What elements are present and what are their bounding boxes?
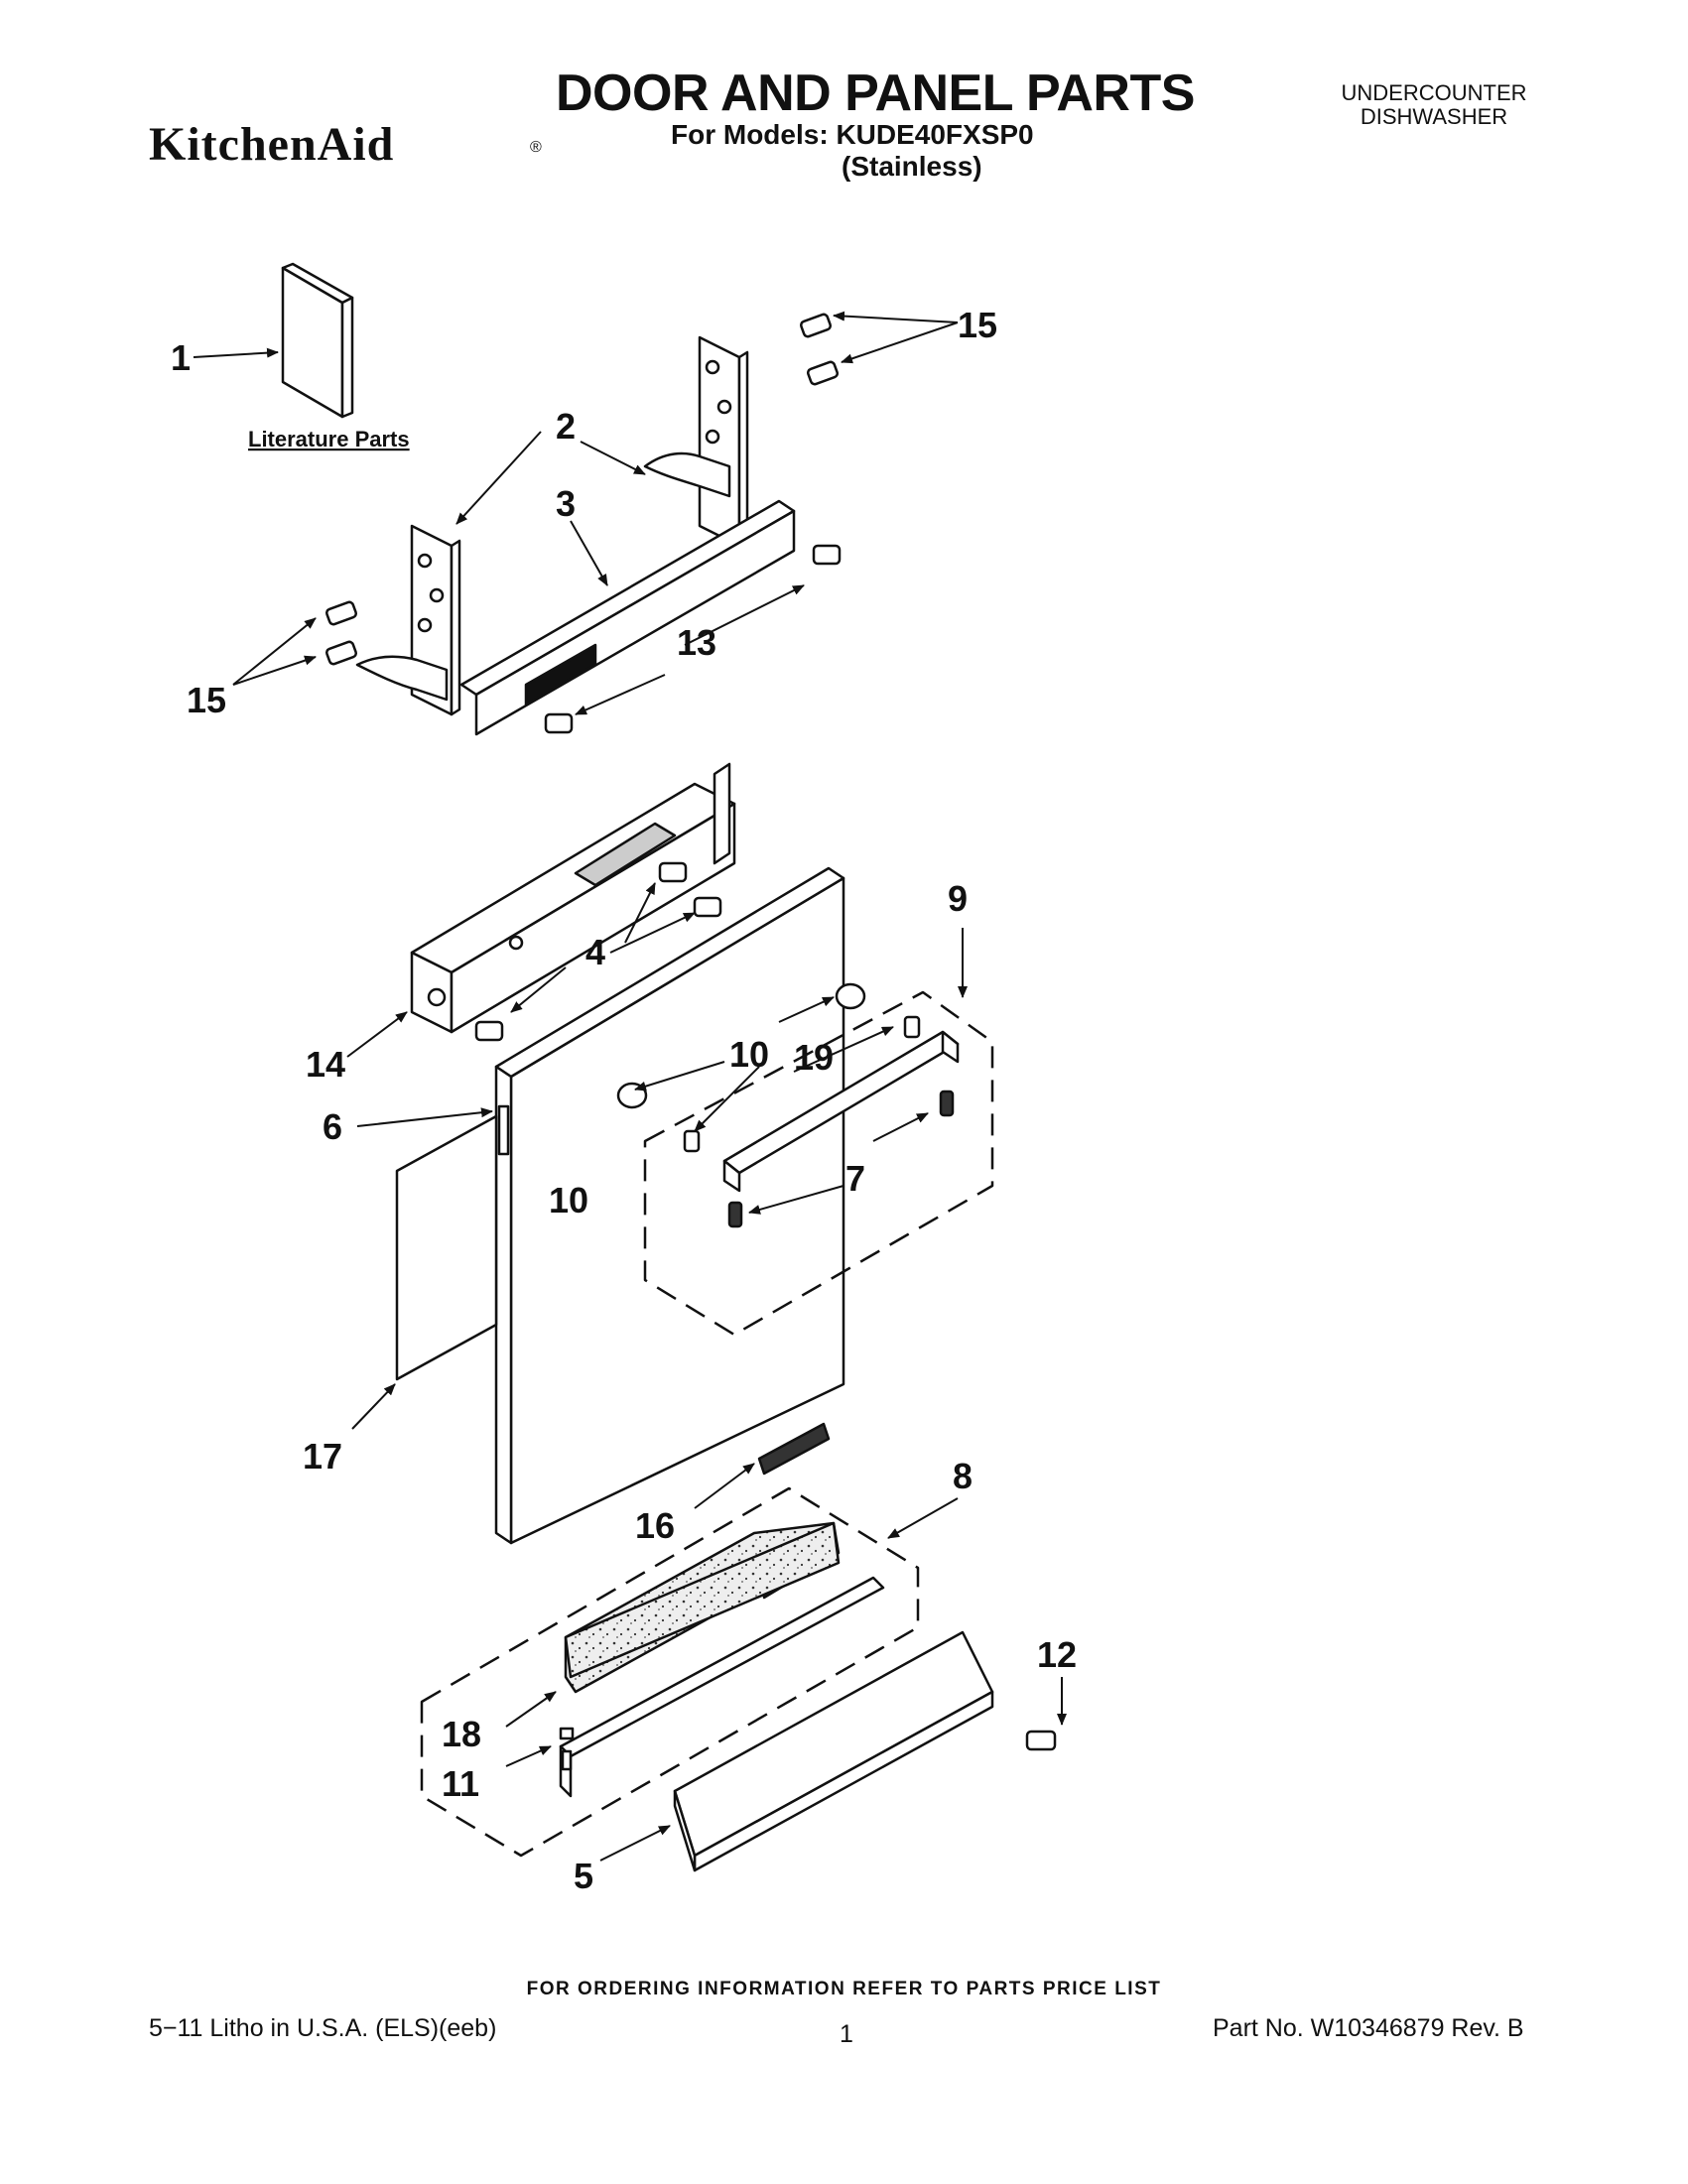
- models-line: For Models: KUDE40FXSP0: [671, 119, 1034, 150]
- hinge-screws: [325, 313, 842, 734]
- callout-10-door: 10: [549, 1180, 588, 1220]
- callout-17: 17: [303, 1436, 342, 1477]
- product-type-line-1: UNDERCOUNTER: [1341, 80, 1527, 105]
- callout-3: 3: [556, 483, 576, 524]
- model-variant: (Stainless): [842, 151, 982, 182]
- literature-booklet: [281, 262, 354, 419]
- door-insulation-sheet: [395, 1114, 498, 1381]
- outer-door-panel: [494, 866, 845, 1545]
- product-type: UNDERCOUNTER DISHWASHER: [1330, 81, 1538, 129]
- panel-clip: [559, 1727, 575, 1740]
- door-handle: [722, 1030, 960, 1193]
- leader-lines: [193, 311, 1067, 1862]
- toe-panel-kit-outline: [420, 1486, 920, 1858]
- registered-mark: ®: [530, 139, 542, 156]
- handle-standoffs: [616, 982, 955, 1228]
- part-number: Part No. W10346879 Rev. B: [1213, 2014, 1524, 2042]
- kitchenaid-logo: KitchenAid: [149, 118, 395, 171]
- callout-7: 7: [845, 1158, 865, 1199]
- toe-panel-insulation-face: [564, 1521, 841, 1679]
- callout-1: 1: [171, 337, 191, 378]
- callout-15-top: 15: [958, 305, 997, 345]
- callout-15-bottom: 15: [187, 680, 226, 720]
- callout-11: 11: [442, 1763, 479, 1804]
- callout-16: 16: [635, 1505, 675, 1546]
- page-number: 1: [840, 2020, 853, 2048]
- callout-8: 8: [953, 1456, 973, 1496]
- handle-kit-outline: [643, 990, 994, 1337]
- callout-19: 19: [794, 1037, 834, 1078]
- door-screws: [474, 861, 722, 1042]
- inner-toe-panel: [559, 1576, 885, 1798]
- callout-5: 5: [574, 1856, 593, 1896]
- callout-9: 9: [948, 878, 968, 919]
- callout-numbers: 1 2 3 4 5 6 7 8 9 10 10 11 12 13 14 15 1…: [171, 305, 1077, 1896]
- toe-panel: [673, 1630, 994, 1872]
- litho-info: 5−11 Litho in U.S.A. (ELS)(eeb): [149, 2014, 497, 2042]
- access-panel-strip: [459, 499, 796, 736]
- callout-13: 13: [677, 622, 716, 663]
- control-panel-assembly: [410, 762, 736, 1034]
- callout-6: 6: [323, 1106, 342, 1147]
- page-title: DOOR AND PANEL PARTS: [556, 64, 1195, 122]
- left-hinge-bracket: [355, 524, 461, 716]
- callout-2: 2: [556, 406, 576, 447]
- literature-parts-label: Literature Parts: [248, 427, 410, 451]
- callout-4: 4: [585, 932, 605, 972]
- product-type-line-2: DISHWASHER: [1360, 104, 1508, 129]
- callout-18: 18: [442, 1714, 481, 1754]
- right-hinge-bracket: [643, 335, 749, 548]
- callout-14: 14: [306, 1044, 345, 1085]
- toe-panel-screw: [1025, 1730, 1057, 1751]
- callout-10-handle: 10: [729, 1034, 769, 1075]
- ordering-note: FOR ORDERING INFORMATION REFER TO PARTS …: [526, 1979, 1162, 1999]
- callout-12: 12: [1037, 1634, 1077, 1675]
- nameplate-badge: [757, 1422, 831, 1476]
